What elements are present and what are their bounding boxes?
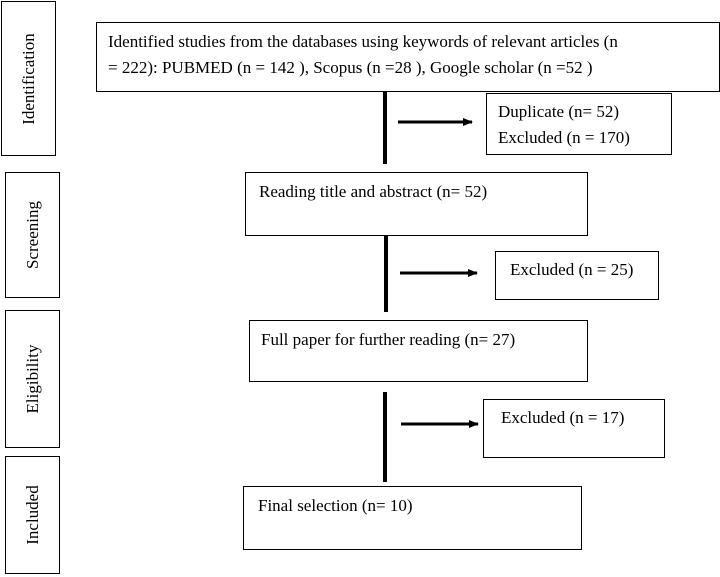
stage-identification: Identification — [1, 1, 56, 156]
stage-eligibility: Eligibility — [5, 310, 60, 448]
excluded-2-box: Excluded (n = 25) — [495, 251, 659, 300]
excluded-3-box: Excluded (n = 17) — [483, 399, 665, 458]
connector-line-2 — [384, 236, 388, 312]
eligibility-box: Full paper for further reading (n= 27) — [249, 320, 588, 382]
duplicate-excluded-box: Duplicate (n= 52) Excluded (n = 170) — [486, 93, 672, 155]
stage-included: Included — [5, 456, 60, 574]
excluded-2-text: Excluded (n = 25) — [510, 260, 634, 279]
included-box: Final selection (n= 10) — [243, 486, 582, 550]
eligibility-text: Full paper for further reading (n= 27) — [261, 330, 516, 349]
identified-text-line2: = 222): PUBMED (n = 142 ), Scopus (n =28… — [108, 58, 593, 77]
screening-box: Reading title and abstract (n= 52) — [245, 172, 588, 236]
screening-text: Reading title and abstract (n= 52) — [259, 182, 488, 201]
identified-text-line1: Identified studies from the databases us… — [108, 32, 618, 51]
excluded-3-text: Excluded (n = 17) — [501, 408, 625, 427]
stage-screening: Screening — [5, 172, 60, 298]
duplicate-text: Duplicate (n= 52) — [498, 102, 619, 121]
connector-line-3 — [383, 392, 387, 482]
connector-line-1 — [383, 92, 387, 164]
identified-box: Identified studies from the databases us… — [96, 22, 720, 92]
excluded-1-text: Excluded (n = 170) — [498, 128, 630, 147]
included-text: Final selection (n= 10) — [258, 496, 413, 515]
